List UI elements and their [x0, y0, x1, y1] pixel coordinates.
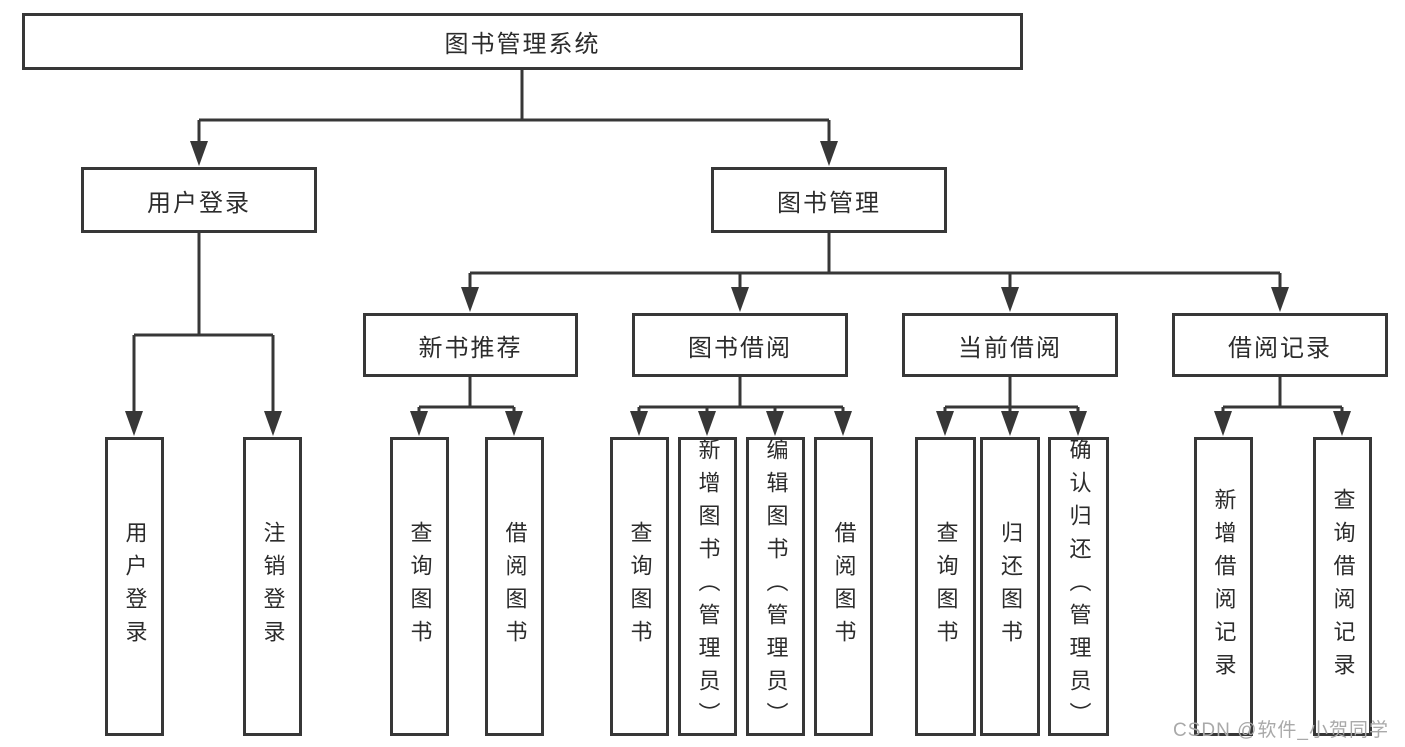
leaf-user-login: 用户登录 [105, 437, 164, 736]
leaf-borrow-book-2: 借阅图书 [814, 437, 873, 736]
leaf-add-book-admin: 新增图书（管理员） [678, 437, 737, 736]
leaf-query-borrow-record: 查询借阅记录 [1313, 437, 1372, 736]
leaf-logout-login: 注销登录 [243, 437, 302, 736]
node-borrow-records: 借阅记录 [1172, 313, 1388, 377]
node-new-book-recommend: 新书推荐 [363, 313, 578, 377]
node-book-borrow: 图书借阅 [632, 313, 848, 377]
leaf-borrow-book-1: 借阅图书 [485, 437, 544, 736]
leaf-confirm-return-admin: 确认归还（管理员） [1048, 437, 1109, 736]
leaf-edit-book-admin: 编辑图书（管理员） [746, 437, 805, 736]
leaf-add-borrow-record: 新增借阅记录 [1194, 437, 1253, 736]
leaf-query-book-1: 查询图书 [390, 437, 449, 736]
watermark-text: CSDN @软件_小贺同学 [1173, 720, 1389, 741]
leaf-query-book-3: 查询图书 [915, 437, 976, 736]
node-root: 图书管理系统 [22, 13, 1023, 70]
leaf-query-book-2: 查询图书 [610, 437, 669, 736]
leaf-return-book: 归还图书 [980, 437, 1040, 736]
node-current-borrow: 当前借阅 [902, 313, 1118, 377]
node-user-login: 用户登录 [81, 167, 317, 233]
node-book-management: 图书管理 [711, 167, 947, 233]
